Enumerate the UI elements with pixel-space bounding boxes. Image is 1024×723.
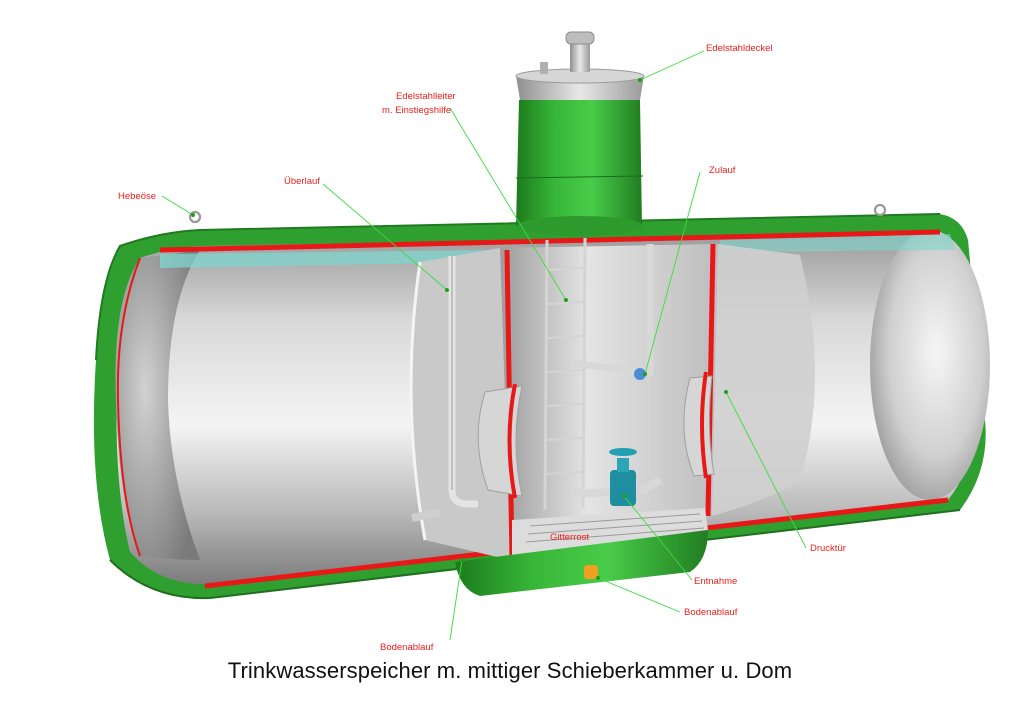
caption-text: Trinkwasserspeicher m. mittiger Schieber…: [227, 658, 793, 683]
ladder: [543, 237, 587, 511]
label-edelstahldeckel: Edelstahldeckel: [638, 43, 773, 82]
label-drucktuer-text: Drucktür: [810, 543, 846, 554]
label-zulauf: Zulauf: [643, 165, 736, 376]
label-hebeoese-text: Hebeöse: [118, 191, 156, 202]
diagram-caption: Trinkwasserspeicher m. mittiger Schieber…: [0, 658, 1024, 684]
pipes: [411, 244, 663, 522]
label-gitterrost: Gitterrost: [550, 532, 589, 543]
valve-chamber: [409, 243, 815, 596]
label-hebeoese: Hebeöse: [118, 191, 195, 217]
label-zulauf-text: Zulauf: [709, 165, 736, 176]
label-bodenablauf-right: Bodenablauf: [596, 576, 738, 618]
label-entnahme-text: Entnahme: [694, 576, 737, 587]
label-drucktuer: Drucktür: [724, 390, 846, 554]
label-bodenablauf-left: Bodenablauf: [380, 558, 464, 653]
label-bodenablauf-left-text: Bodenablauf: [380, 642, 434, 653]
label-ueberlauf-text: Überlauf: [284, 176, 320, 187]
label-edelstahlleiter: Edelstahlleiter m. Einstiegshilfe: [382, 91, 568, 302]
label-edelstahldeckel-text: Edelstahldeckel: [706, 43, 773, 54]
label-ueberlauf: Überlauf: [284, 176, 449, 292]
label-entnahme: Entnahme: [622, 494, 737, 587]
label-leiter-line1: Edelstahlleiter: [396, 91, 456, 102]
labels: Edelstahldeckel Edelstahlleiter m. Einst…: [118, 43, 846, 653]
label-leiter-line2: m. Einstiegshilfe: [382, 105, 451, 116]
dome: [515, 31, 645, 236]
label-bodenablauf-right-text: Bodenablauf: [684, 607, 738, 618]
lifting-eye-icon: [188, 203, 887, 224]
